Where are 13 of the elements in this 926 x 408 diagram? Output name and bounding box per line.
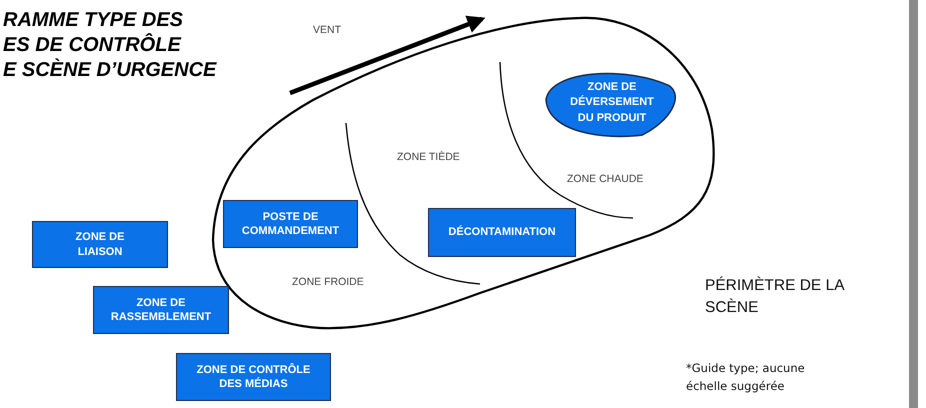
perimeter-label: PÉRIMÈTRE DE LA SCÈNE bbox=[705, 276, 846, 318]
zone-box: ZONE DE CONTRÔLE DES MÉDIAS bbox=[176, 353, 331, 401]
zone-label: ZONE FROIDE bbox=[292, 276, 364, 288]
wind-label: VENT bbox=[313, 24, 342, 36]
zone-box: ZONE DE RASSEMBLEMENT bbox=[93, 286, 229, 334]
zone-box: POSTE DE COMMANDEMENT bbox=[223, 200, 358, 248]
note: *Guide type; aucune échelle suggérée bbox=[686, 360, 806, 395]
zone-box: ZONE DE LIAISON bbox=[32, 221, 168, 268]
zone-label: ZONE TIÈDE bbox=[397, 151, 460, 163]
zone-label: ZONE CHAUDE bbox=[567, 173, 644, 185]
title: RAMME TYPE DES ES DE CONTRÔLE E SCÈNE D’URGENCE bbox=[3, 8, 216, 83]
zone-label: ZONE DE DÉVERSEMENT DU PRODUIT bbox=[569, 80, 655, 126]
zone-box: DÉCONTAMINATION bbox=[428, 208, 576, 257]
